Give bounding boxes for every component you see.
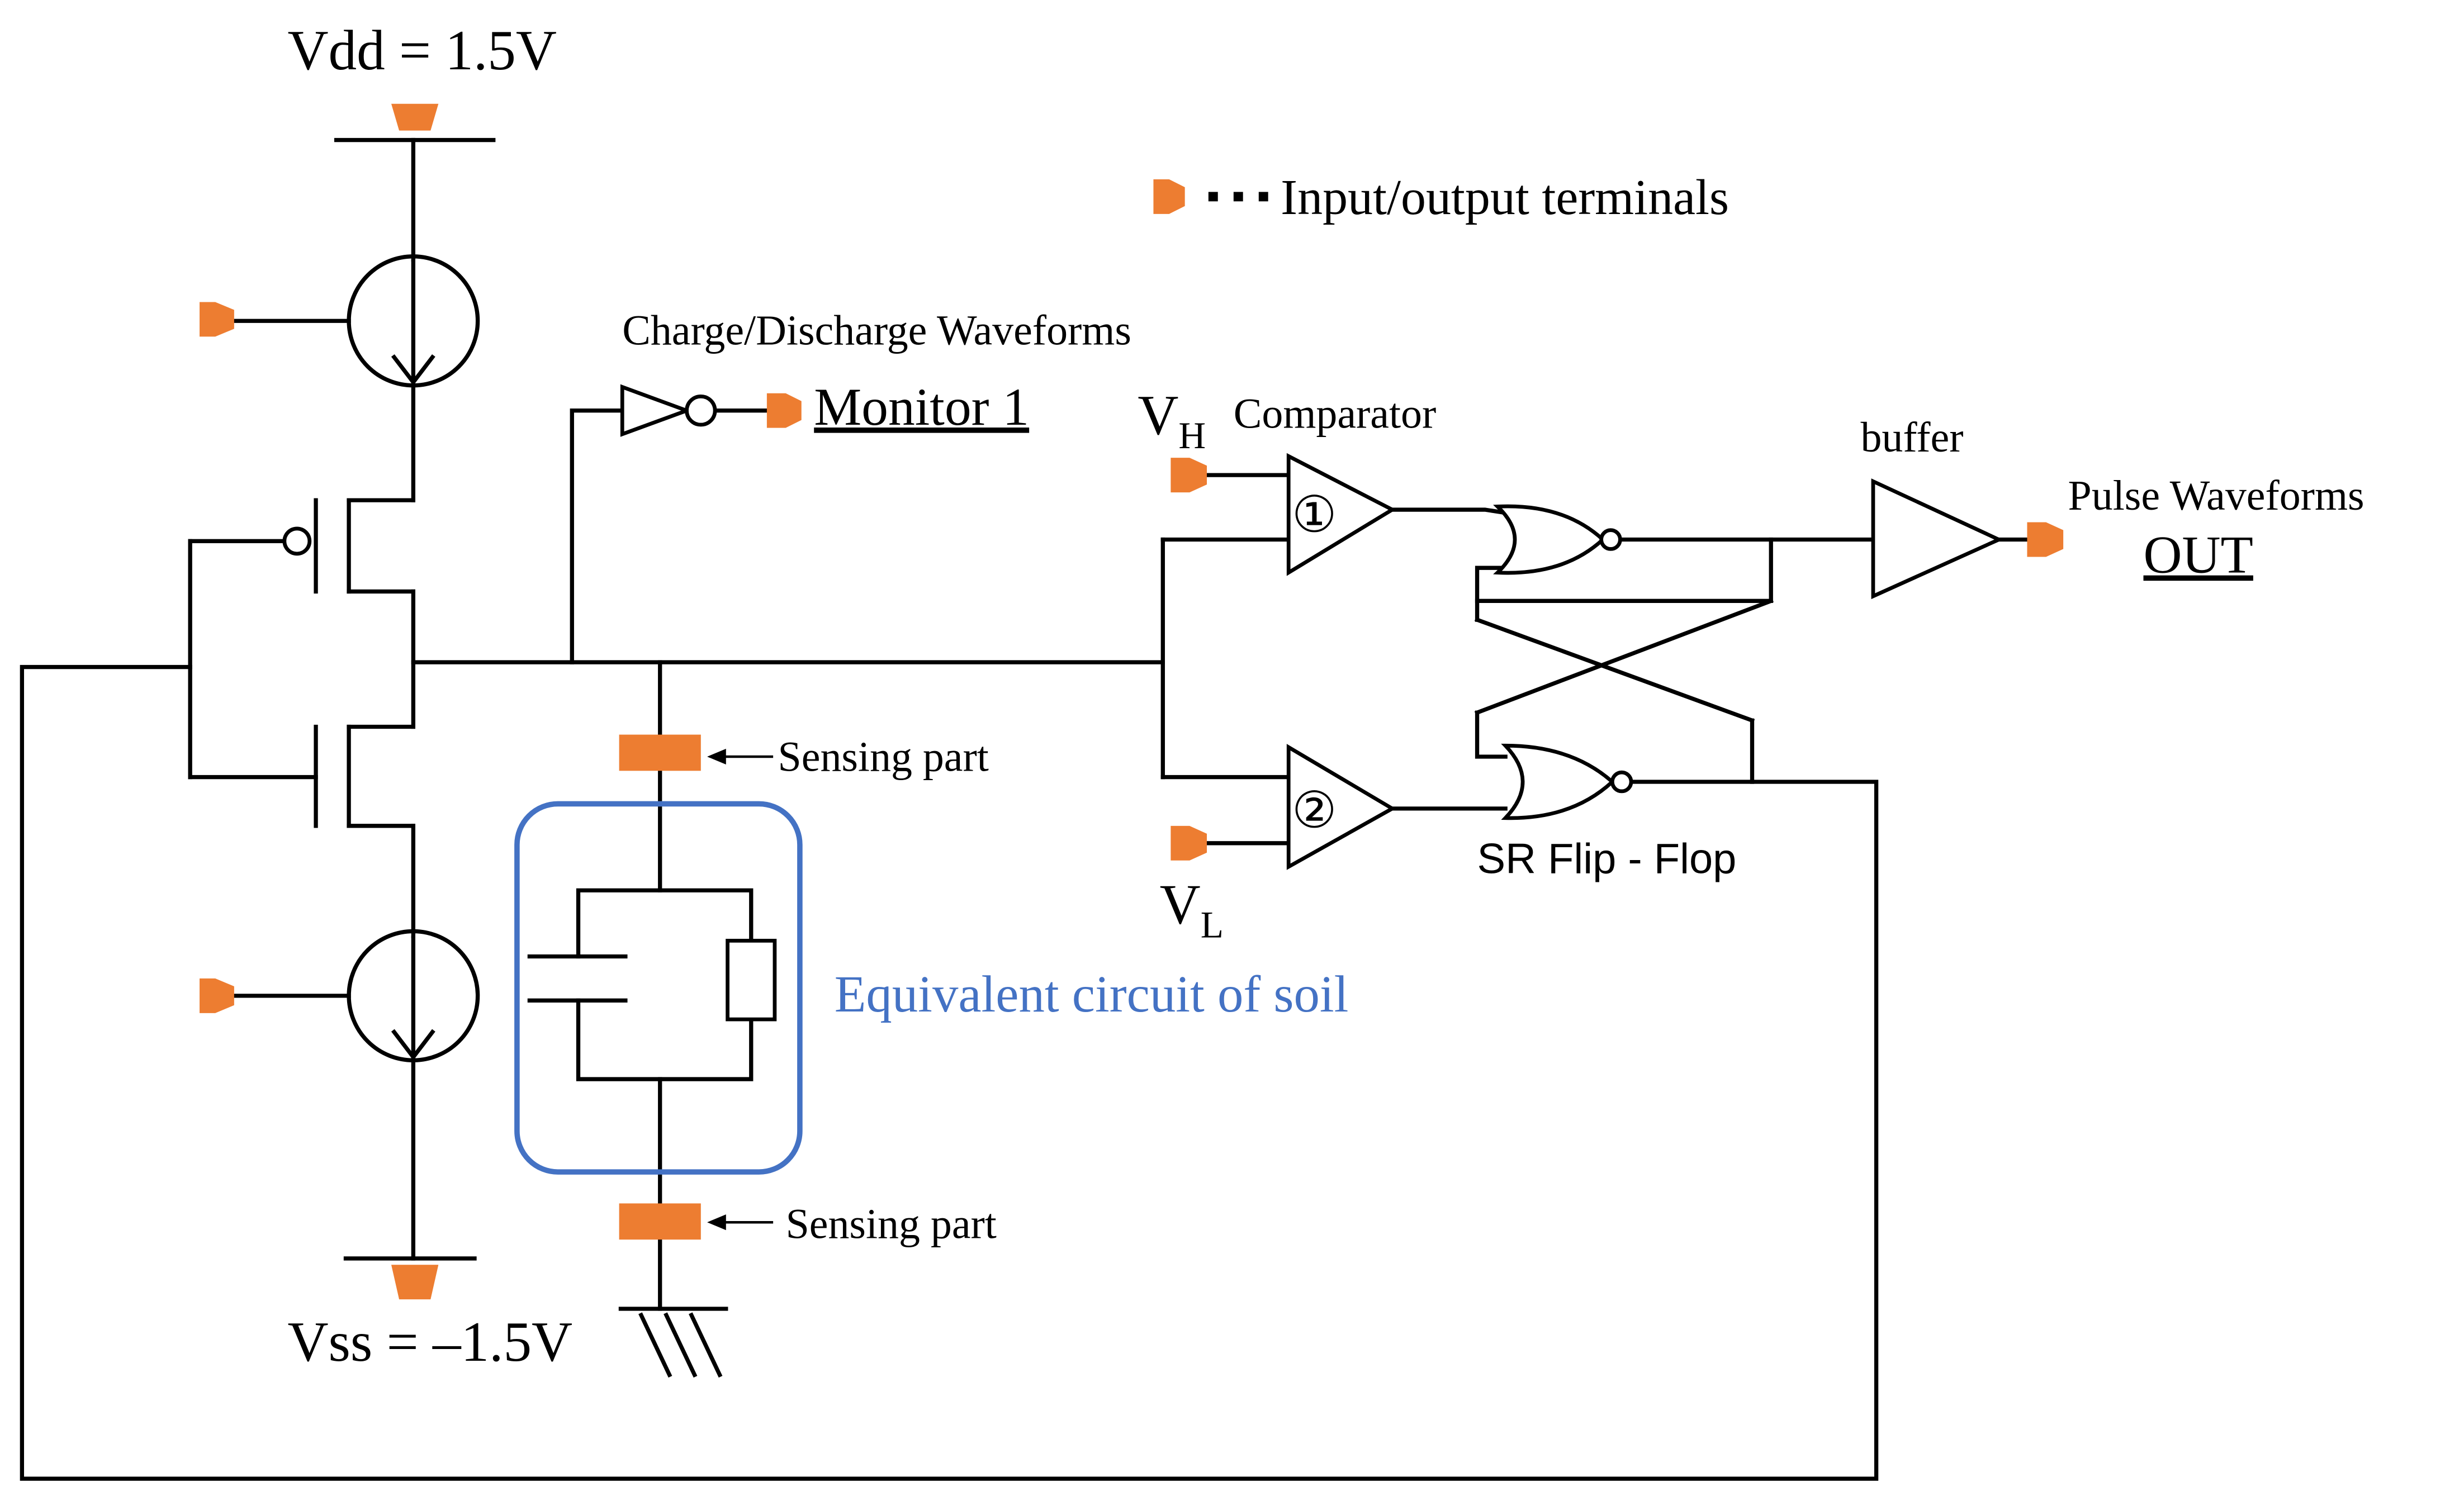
nor-1-bubble [1599, 528, 1622, 551]
ground-hatch-3 [689, 1312, 723, 1378]
pulse-waveforms-label: Pulse Waveforms [2068, 472, 2365, 519]
ground-hatch-1 [638, 1312, 672, 1378]
labels: Vdd = 1.5V Vss = –1.5V Input/output term… [287, 19, 2364, 1373]
comparator-1 [1286, 453, 1396, 576]
comp1-out-wire [1390, 507, 1508, 515]
comparator-1-number: ① [1292, 487, 1337, 543]
legend-dot [1208, 192, 1218, 202]
nor-2-bubble [1610, 770, 1633, 794]
vh-subscript: H [1178, 415, 1206, 457]
nor-gate-1 [1493, 504, 1606, 575]
comparator-2 [1286, 744, 1396, 870]
wires [20, 137, 2030, 1481]
left-arrow-icon [707, 1214, 726, 1231]
monitor-terminal [766, 393, 802, 428]
down-arrow-icon [391, 1029, 435, 1061]
out-terminal [2027, 522, 2064, 557]
out-label: OUT [2144, 525, 2253, 585]
soil-resistor [726, 938, 777, 1022]
soil-equivalent-box [514, 801, 803, 1175]
output-buffer [1871, 478, 2004, 600]
inverter-bubble [685, 394, 717, 427]
vdd-terminal [391, 103, 439, 131]
bottom-source-terminal [200, 978, 234, 1013]
legend-terminal-icon [1153, 179, 1185, 214]
monitor-branch-wire [570, 409, 624, 664]
rc-bottom-wire [576, 998, 754, 1081]
legend-dot [1258, 192, 1268, 202]
charge-discharge-label: Charge/Discharge Waveforms [622, 307, 1131, 354]
vdd-label: Vdd = 1.5V [287, 19, 557, 82]
down-arrow-icon [391, 354, 435, 386]
sensing-part-top-label: Sensing part [778, 733, 989, 780]
monitor-label: Monitor 1 [814, 377, 1029, 436]
buffer-label: buffer [1860, 414, 1963, 461]
vh-label: V [1138, 384, 1178, 447]
vl-subscript: L [1201, 904, 1224, 946]
cross-diag-1 [1474, 617, 1755, 723]
left-arrow-icon [707, 748, 726, 765]
sr-flip-flop-label: SR Flip - Flop [1477, 835, 1737, 882]
feedback-loop-wire [20, 664, 1879, 1481]
vl-terminal [1171, 825, 1207, 861]
comparator-label: Comparator [1234, 391, 1436, 438]
legend-dot [1233, 192, 1243, 202]
monitor-inverter [620, 384, 693, 437]
sensing-part-bottom [619, 1203, 701, 1240]
top-source-terminal [200, 302, 234, 337]
pmos-gate-bubble [282, 526, 312, 556]
rc-top-wire [576, 888, 754, 959]
vh-terminal [1171, 458, 1207, 493]
cross-diag-2 [1474, 598, 1774, 715]
comparator-2-number: ② [1292, 783, 1337, 839]
sensing-part-top [619, 734, 701, 771]
legend-label: Input/output terminals [1281, 170, 1729, 225]
sensing-part-bottom-label: Sensing part [786, 1200, 997, 1247]
components [282, 254, 2004, 1231]
terminals [200, 103, 2064, 1300]
vss-terminal [391, 1265, 439, 1300]
ground-hatch-2 [664, 1312, 698, 1378]
vss-label: Vss = –1.5V [287, 1310, 572, 1373]
soil-circuit-label: Equivalent circuit of soil [835, 966, 1349, 1023]
vl-label: V [1160, 873, 1201, 935]
nor-gate-2 [1501, 743, 1615, 820]
cross-wire-2b [1475, 710, 1508, 759]
